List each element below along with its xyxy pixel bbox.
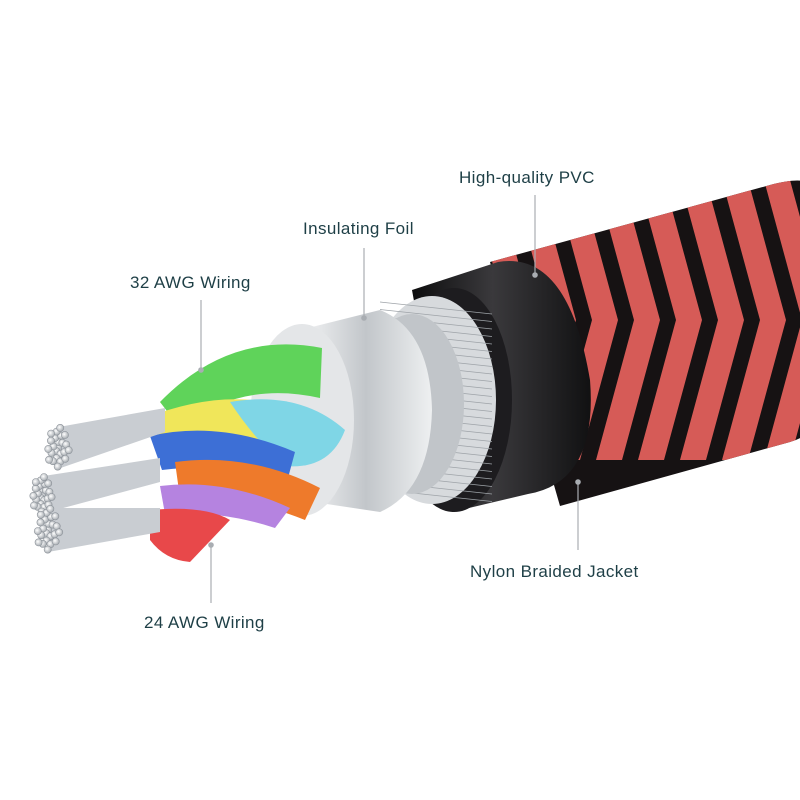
label-24-awg-wiring: 24 AWG Wiring [144, 613, 265, 632]
strand-end [51, 512, 60, 521]
wire-purple [160, 484, 290, 528]
strand-end [33, 527, 42, 535]
strand-end [29, 491, 38, 500]
strand-end [47, 493, 56, 501]
strand-end [40, 473, 48, 481]
label-insulating-foil: Insulating Foil [303, 219, 414, 238]
strand-end [55, 528, 64, 537]
strand-end [56, 423, 65, 432]
strand-bundle-body [42, 458, 160, 514]
strand-end [61, 431, 69, 439]
colored-wires [145, 344, 345, 562]
conductor-strands [29, 408, 165, 554]
strand-end [45, 455, 53, 464]
shield-strand-line [379, 309, 493, 322]
label-high-quality-pvc: High-quality PVC [459, 168, 595, 187]
strand-bundle-body [58, 408, 165, 469]
strand-end [31, 478, 40, 486]
strand-end [36, 510, 45, 519]
strand-end [34, 538, 43, 547]
strand-end [46, 504, 55, 513]
wire-orange [175, 459, 320, 520]
strand-end [64, 446, 73, 455]
strand-end [47, 436, 55, 445]
braid-weave-band [638, 180, 702, 460]
strand-end [47, 429, 55, 438]
strand-end [30, 501, 38, 510]
strand-end [36, 518, 45, 527]
strand-end [44, 445, 53, 453]
braid-weave-band [764, 180, 800, 460]
leader-lines [198, 195, 581, 603]
wire-cyan [230, 399, 345, 467]
braid-weave-band [722, 180, 786, 460]
shield-strand-line [379, 301, 493, 315]
strand-end [44, 479, 53, 488]
label-nylon-braided-jacket: Nylon Braided Jacket [470, 562, 639, 581]
strand-end [53, 462, 62, 471]
strand-end [61, 454, 70, 463]
braid-weave-band [596, 180, 660, 460]
label-32-awg-wiring: 32 AWG Wiring [130, 273, 251, 292]
strand-end [51, 537, 60, 546]
strand-bundle-body [48, 508, 160, 552]
braid-weave-band [680, 180, 744, 460]
wire-red [150, 508, 230, 562]
strand-end [43, 545, 52, 554]
